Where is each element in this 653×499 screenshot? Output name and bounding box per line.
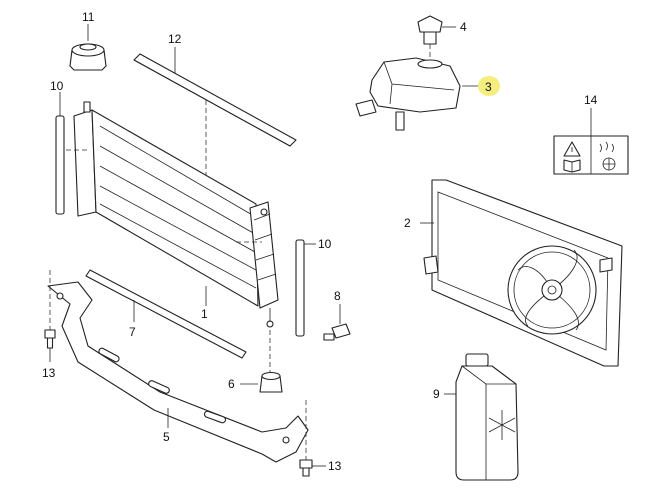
part-13-bolt-right: [299, 400, 326, 477]
part-7-lower-seal-strip: [85, 269, 247, 359]
callout-5: 5: [163, 430, 170, 444]
part-5-lower-support-bracket: [47, 281, 309, 463]
part-13-bolt-left: [44, 270, 56, 362]
part-10-left-seal-strip: [55, 92, 65, 215]
callout-1: 1: [201, 307, 208, 321]
snowflake-icon: [488, 410, 516, 440]
warning-triangle-icon: [563, 141, 581, 157]
fan-icon: [602, 157, 616, 171]
callout-6: 6: [228, 377, 235, 391]
part-4-expansion-tank-cap: [417, 15, 456, 62]
callout-3-highlight: [478, 76, 500, 96]
callout-13-left: 13: [42, 366, 56, 380]
part-3-expansion-tank: [355, 57, 480, 131]
part-2-fan-shroud-assembly: [420, 179, 623, 367]
part-12-top-seal-strip: [133, 47, 297, 186]
hot-steam-icon: [599, 141, 614, 153]
part-1-radiator: [66, 101, 279, 328]
manual-book-icon: [563, 159, 581, 173]
part-9-coolant-bottle: [444, 353, 519, 481]
callout-9: 9: [433, 387, 440, 401]
part-11-radiator-mount-bushing: [69, 24, 107, 71]
callout-12: 12: [168, 32, 182, 46]
callout-4: 4: [460, 20, 467, 34]
callout-8: 8: [334, 289, 341, 303]
callout-13-right: 13: [328, 459, 342, 473]
callout-11: 11: [82, 10, 95, 24]
callout-2: 2: [404, 216, 411, 230]
callout-7: 7: [129, 325, 136, 339]
callout-10-left: 10: [50, 79, 64, 93]
part-10-right-seal-strip: [295, 239, 316, 337]
callout-10-right: 10: [318, 237, 332, 251]
part-8-drain-plug: [323, 304, 351, 341]
part-14-warning-label: [553, 108, 629, 175]
callout-3: 3: [485, 80, 492, 94]
callout-14: 14: [584, 93, 598, 107]
part-6-lower-bushing: [240, 330, 283, 393]
